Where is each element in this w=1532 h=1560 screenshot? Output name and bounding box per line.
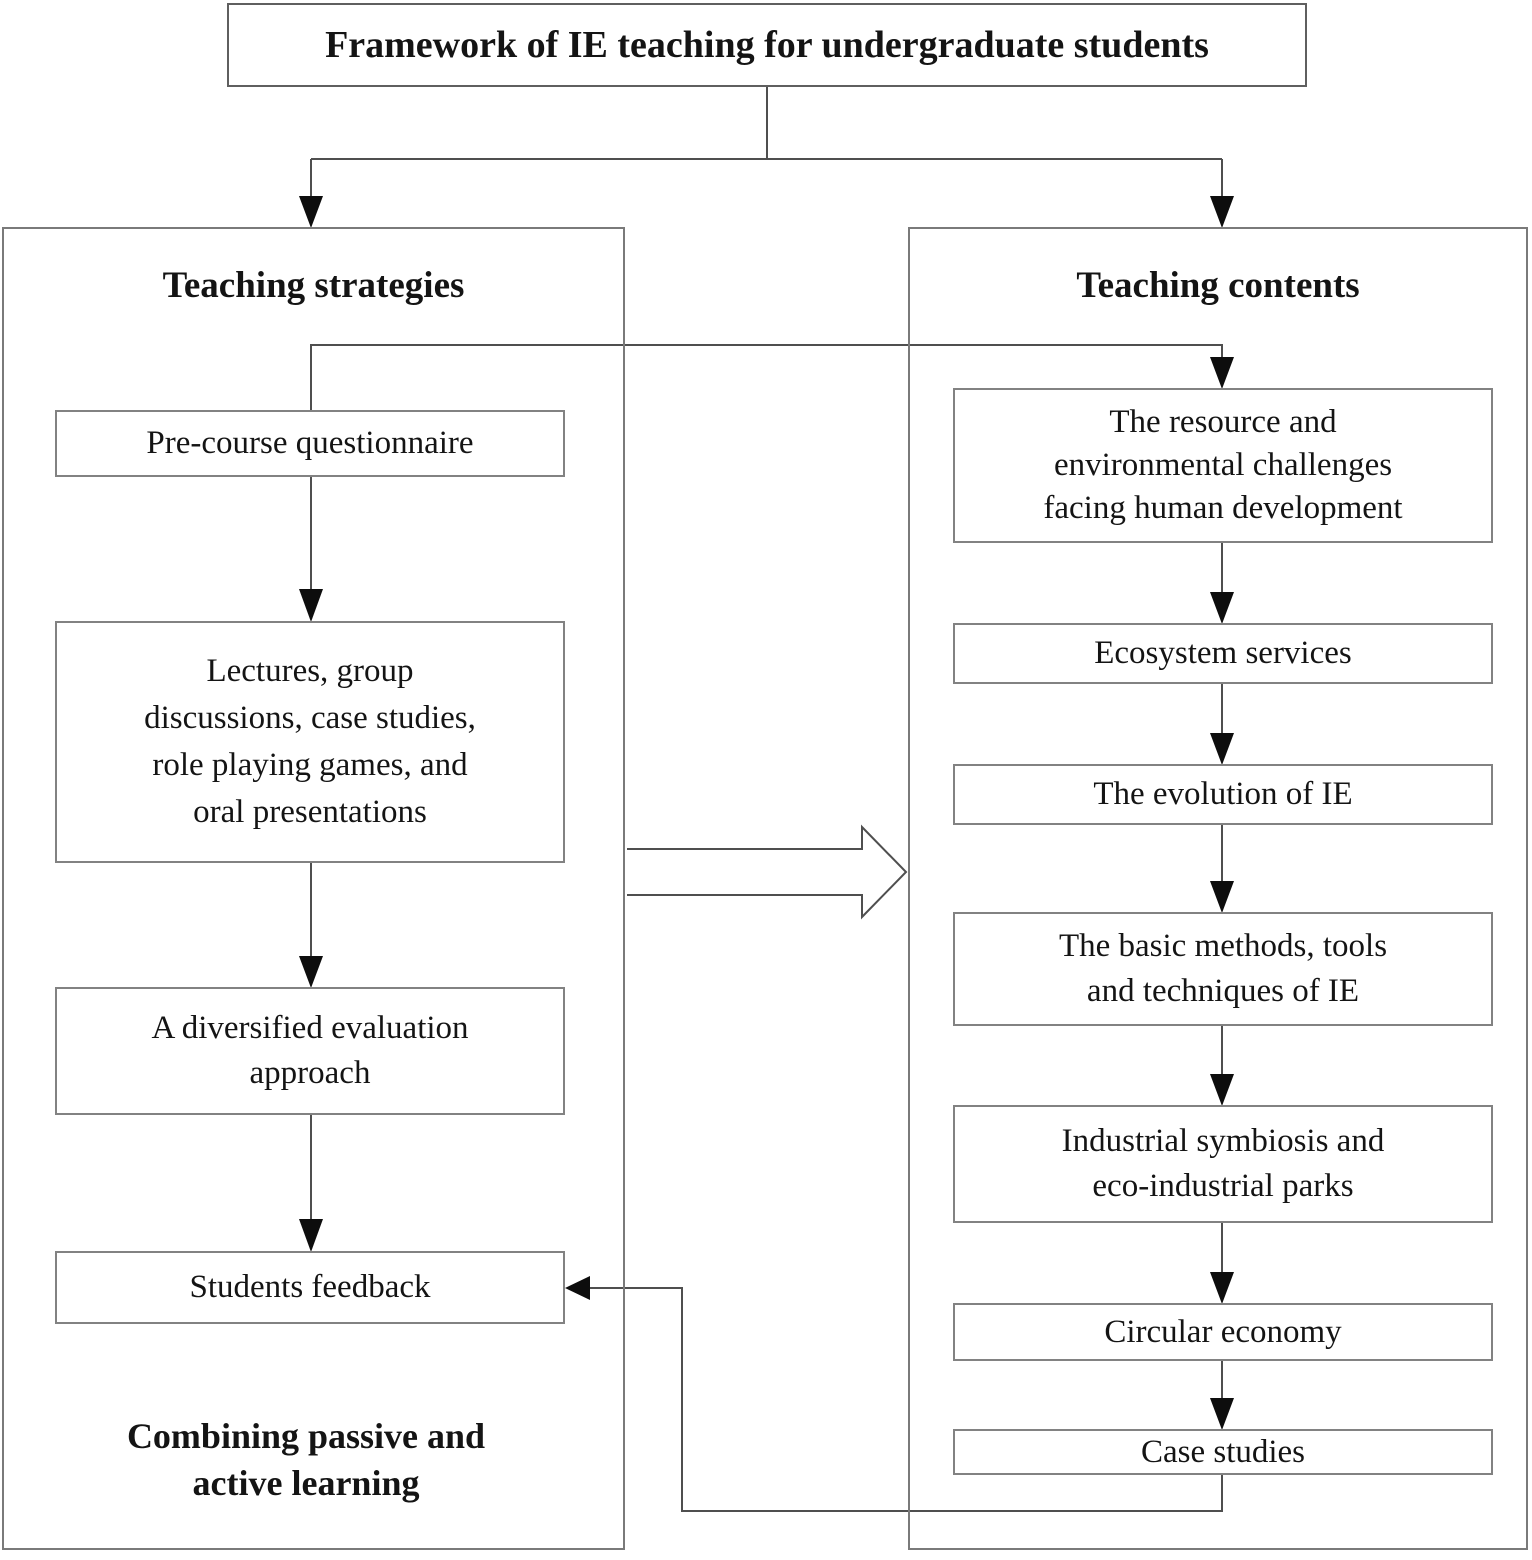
diagram-title: Framework of IE teaching for undergradua… (325, 24, 1209, 66)
arrow-down-icon (1210, 1272, 1234, 1304)
node-circular-economy: Circular economy (953, 1303, 1493, 1361)
node-pre-course-questionnaire: Pre-course questionnaire (55, 410, 565, 477)
connector-feedback-loop (590, 1287, 1223, 1512)
title-box: Framework of IE teaching for undergradua… (227, 3, 1307, 87)
arrow-down-icon (1210, 196, 1234, 228)
node-case-studies: Case studies (953, 1429, 1493, 1475)
node-resource-environmental-challenges: The resource and environmental challenge… (953, 388, 1493, 543)
arrow-down-icon (299, 196, 323, 228)
arrow-down-icon (1210, 357, 1234, 389)
teaching-strategies-panel (2, 227, 625, 1550)
arrow-down-icon (1210, 881, 1234, 913)
block-arrow-right-icon (627, 824, 908, 920)
left-panel-header: Teaching strategies (162, 264, 465, 306)
arrow-down-icon (1210, 592, 1234, 624)
arrow-down-icon (1210, 1398, 1234, 1430)
node-evolution-of-ie: The evolution of IE (953, 764, 1493, 825)
right-panel-header: Teaching contents (1076, 264, 1360, 306)
node-basic-methods-tools: The basic methods, tools and techniques … (953, 912, 1493, 1026)
node-ecosystem-services: Ecosystem services (953, 623, 1493, 684)
arrow-down-icon (1210, 733, 1234, 765)
node-industrial-symbiosis: Industrial symbiosis and eco-industrial … (953, 1105, 1493, 1223)
left-panel-caption: Combining passive and active learning (126, 1416, 486, 1503)
connector-cross-link (310, 344, 1223, 410)
arrow-down-icon (299, 1219, 323, 1252)
arrow-left-icon (565, 1276, 590, 1300)
node-students-feedback: Students feedback (55, 1251, 565, 1324)
arrow-down-icon (299, 956, 323, 988)
arrow-down-icon (299, 589, 323, 622)
node-lectures-activities: Lectures, group discussions, case studie… (55, 621, 565, 863)
arrow-down-icon (1210, 1074, 1234, 1106)
teaching-contents-panel (908, 227, 1528, 1550)
node-diversified-evaluation: A diversified evaluation approach (55, 987, 565, 1115)
